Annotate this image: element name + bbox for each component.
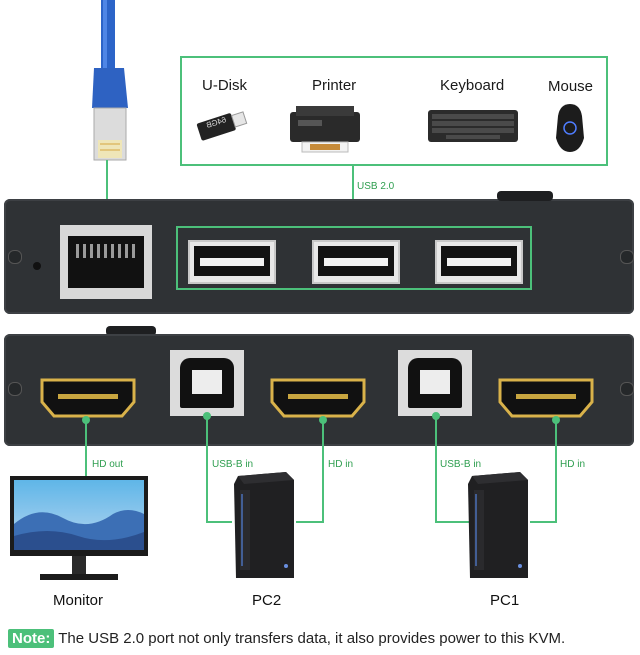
usb-port-2-tongue: [324, 258, 388, 266]
usbb-in-label-2: USB-B in: [212, 459, 254, 470]
printer-icon: [290, 106, 360, 153]
pc2-label: PC2: [252, 592, 282, 609]
keyboard-label: Keyboard: [440, 77, 505, 94]
top-knob-2[interactable]: [106, 326, 156, 336]
note-text: The USB 2.0 port not only transfers data…: [54, 630, 566, 647]
screw-right-bottom: [620, 382, 634, 396]
mouse-icon: [556, 104, 584, 152]
ethernet-pins: [76, 244, 136, 258]
pc1-tower-icon: [468, 472, 528, 578]
hdmi-port-in-1: [498, 378, 594, 418]
pc1-label: PC1: [490, 592, 520, 609]
hdmi-port-out: [40, 378, 136, 418]
pc2-tower-icon: [234, 472, 294, 578]
udisk-label: U-Disk: [202, 77, 247, 94]
usb-ports-frame: [176, 226, 532, 290]
screw-right-top: [620, 250, 634, 264]
udisk-icon: [196, 111, 248, 141]
note-line: Note: The USB 2.0 port not only transfer…: [8, 629, 566, 648]
usb-2-label: USB 2.0: [357, 181, 395, 192]
hd-in-label-1: HD in: [560, 459, 586, 470]
hd-in-label-2: HD in: [328, 459, 354, 470]
hdmi-port-in-2: [270, 378, 366, 418]
ethernet-cable: [92, 0, 128, 161]
usb-connector-line: [352, 166, 354, 226]
led-hole: [33, 262, 41, 270]
note-tag: Note:: [8, 629, 55, 648]
top-knob[interactable]: [497, 191, 553, 201]
usbb-in-label-1: USB-B in: [440, 459, 482, 470]
screw-left-bottom: [8, 382, 22, 396]
peripheral-frame: [180, 56, 608, 166]
keyboard-icon: [428, 110, 518, 142]
usbb-port-1-tongue: [420, 370, 450, 394]
monitor-icon: [10, 476, 148, 580]
usb-port-3-tongue: [447, 258, 511, 266]
usbb-port-2-tongue: [192, 370, 222, 394]
mouse-label: Mouse: [548, 78, 594, 95]
ethernet-connector-line: [106, 160, 108, 228]
screw-left-top: [8, 250, 22, 264]
monitor-label: Monitor: [53, 592, 104, 609]
printer-label: Printer: [312, 77, 357, 94]
hd-out-label: HD out: [92, 459, 124, 470]
usb-port-1-tongue: [200, 258, 264, 266]
